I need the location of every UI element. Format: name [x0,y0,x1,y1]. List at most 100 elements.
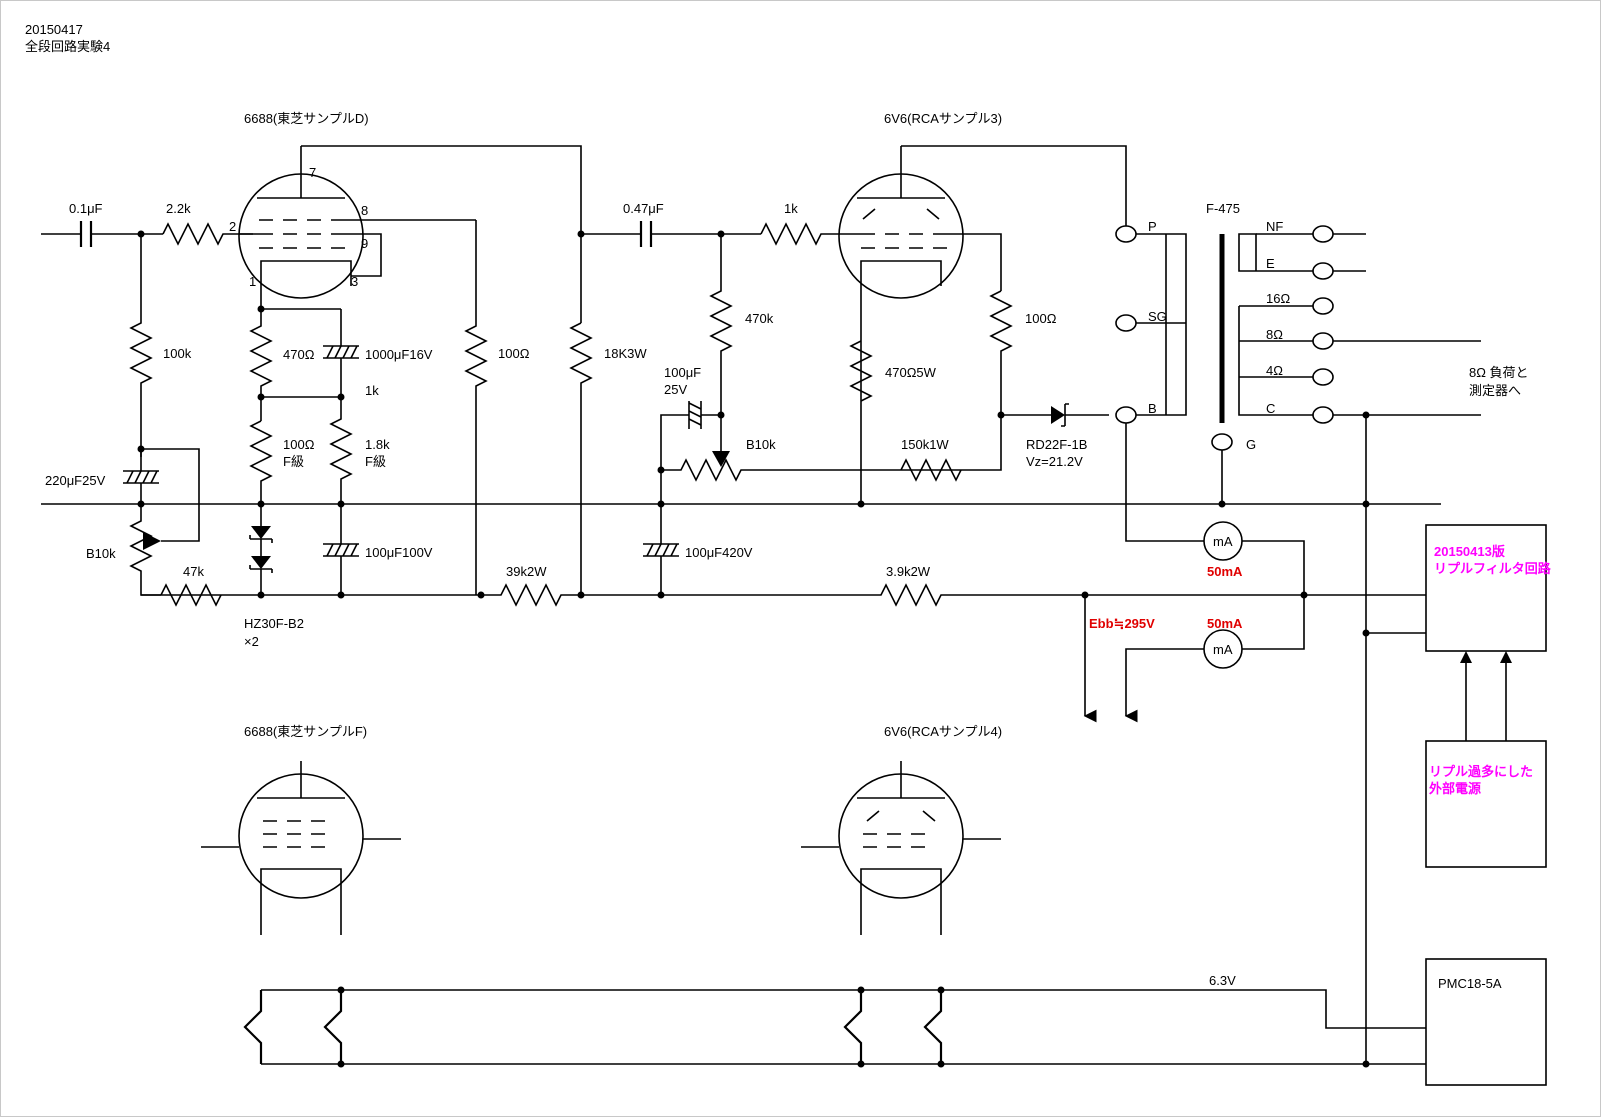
resistor-100-plate-label: 100Ω [498,346,530,361]
meter-top-wire-a [1125,423,1204,542]
resistor-39k [481,583,661,607]
junction [337,591,345,599]
cap-100u-25v [660,401,721,470]
vr-b10k-right [661,458,901,482]
supply-feed-arrows [1460,651,1512,663]
cap-1000u-label: 1000μF16V [365,347,433,362]
resistor-470-label: 470Ω [283,347,315,362]
resistor-470 [249,309,273,421]
supply-feed-wires [1465,659,1507,741]
terminal-4[interactable] [1312,368,1334,386]
milliammeter-bottom-reading: 50mA [1207,616,1243,631]
zener-qty: ×2 [244,634,259,649]
resistor-18k-label: 18K3W [604,346,647,361]
terminal-16[interactable] [1312,297,1334,315]
secondary-leads [1239,233,1316,416]
grid-resistor-2k2 [162,222,253,246]
resistor-100-screen [901,290,1013,471]
terminal-p-label: P [1148,219,1157,234]
milliammeter-bottom-unit: mA [1213,642,1233,657]
terminal-e-label: E [1266,256,1275,271]
terminal-8[interactable] [1312,332,1334,350]
external-supply-label-2: 外部電源 [1428,781,1481,796]
resistor-150k [900,458,962,482]
resistor-470k [709,234,733,415]
pin-8: 8 [361,203,368,218]
resistor-470k-label: 470k [745,311,774,326]
vr-b10k-left [129,504,161,596]
cap-100u-25v-label-b: 25V [664,382,687,397]
resistor-100-screen-label: 100Ω [1025,311,1057,326]
heater-filaments [243,990,943,1064]
ripple-filter-label-1: 20150413版 [1434,544,1505,559]
secondary-winding [1238,233,1257,416]
terminal-nf[interactable] [1312,225,1334,243]
terminal-b[interactable] [1115,406,1137,424]
tube-v3-label: 6688(東芝サンプルF) [244,724,367,739]
tube-v4-label: 6V6(RCAサンプル4) [884,724,1002,739]
junction [257,591,265,599]
tube-v1-label: 6688(東芝サンプルD) [244,111,369,126]
pin-9: 9 [361,236,368,251]
resistor-1k-label: 1k [365,383,379,398]
zener-label: HZ30F-B2 [244,616,304,631]
primary-winding [1136,233,1187,416]
load-label-2: 測定器へ [1469,383,1521,398]
vr-b10k-left-label: B10k [86,546,116,561]
terminal-g[interactable] [1211,433,1233,451]
external-supply-label-1: リプル過多にした [1429,764,1533,779]
f-grade-2: F級 [365,454,386,469]
junction [1362,500,1370,508]
cap-100u-100v-label: 100μF100V [365,545,433,560]
terminal-g-label: G [1246,437,1256,452]
heater-psu-box [1425,958,1547,1086]
junction [937,986,945,994]
input-capacitor-label: 0.1μF [69,201,103,216]
ripple-filter-box [1425,524,1547,652]
cap-1000u [323,309,359,397]
resistor-18k [569,322,593,595]
pin-3: 3 [351,274,358,289]
terminal-e[interactable] [1312,262,1334,280]
resistor-100-f-label: 100Ω [283,437,315,452]
resistor-47k [160,583,222,607]
terminal-p[interactable] [1115,225,1137,243]
resistor-100-f [249,420,273,504]
junction [337,986,345,994]
resistor-47k-label: 47k [183,564,204,579]
vr-b10k-right-label: B10k [746,437,776,452]
input-capacitor [79,221,163,247]
tube-v2-label: 6V6(RCAサンプル3) [884,111,1002,126]
tube-v3 [201,761,401,935]
v1-plate-wire [301,145,582,323]
ebb-label: Ebb≒295V [1089,616,1155,631]
junction [857,986,865,994]
diode-label: RD22F-1B [1026,437,1087,452]
grid-leak-100k [129,234,153,457]
resistor-1k-grid [760,222,851,246]
cap-100u-100v [323,504,359,595]
ripple-filter-label-2: リプルフィルタ回路 [1434,561,1552,576]
resistor-1k-grid-label: 1k [784,201,798,216]
terminal-c[interactable] [1312,406,1334,424]
vr-wiper-arrow-right [712,451,730,467]
load-label-1: 8Ω 負荷と [1469,365,1529,380]
cap-100u-420v-label: 100μF420V [685,545,753,560]
terminal-b-label: B [1148,401,1157,416]
f-grade-1: F級 [283,454,304,469]
pin-1: 1 [249,274,256,289]
vz-label: Vz=21.2V [1026,454,1083,469]
terminal-sg[interactable] [1115,314,1137,332]
resistor-470-5w-label: 470Ω5W [885,365,937,380]
terminal-16-label: 16Ω [1266,291,1290,306]
heater-psu-label: PMC18-5A [1438,976,1502,991]
resistor-3k9 [661,583,1426,607]
resistor-470-5w [849,340,873,402]
tube-v1 [238,146,476,309]
cap-100u-420v [643,504,679,595]
junction [1218,500,1226,508]
resistor-3k9-label: 3.9k2W [886,564,931,579]
junction [1362,629,1370,637]
